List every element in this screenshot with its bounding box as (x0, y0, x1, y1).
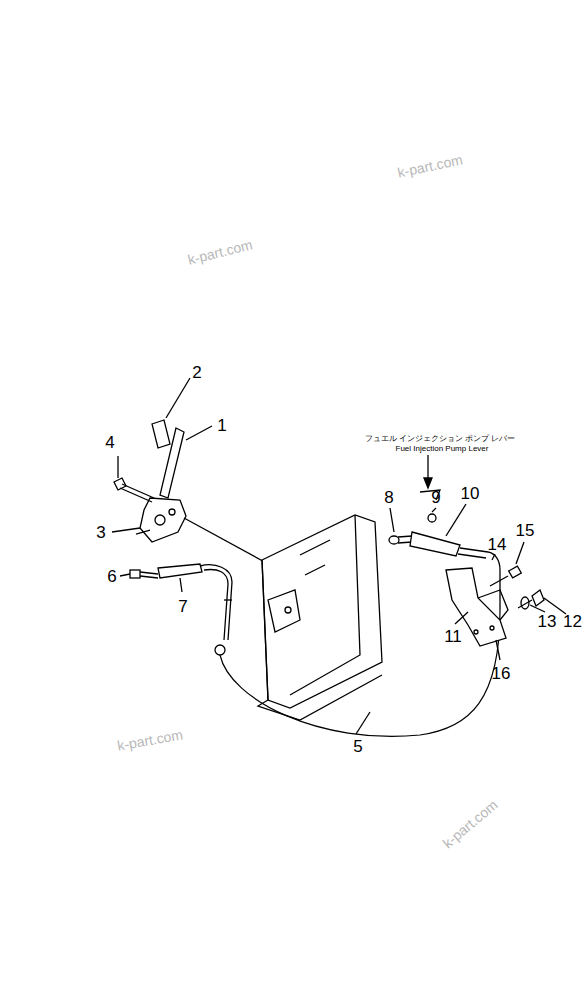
watermark: k-part.com (396, 152, 464, 179)
callout-number: 6 (107, 568, 116, 585)
callout-number: 12 (563, 613, 582, 630)
callout-number: 5 (353, 738, 362, 755)
callout-number: 7 (178, 598, 187, 615)
callout-number: 13 (538, 613, 557, 630)
watermark: k-part.com (186, 237, 254, 267)
callout-number: 3 (96, 524, 105, 541)
callout-number: 2 (192, 364, 201, 381)
callout-number: 8 (384, 489, 393, 506)
callout-number: 14 (488, 536, 507, 553)
watermark: k-part.com (116, 727, 184, 752)
callout-number: 16 (492, 665, 511, 682)
watermark: k-part.com (440, 797, 500, 850)
callout-number: 15 (516, 522, 535, 539)
callout-number: 9 (431, 489, 440, 506)
note-text: フュエル インジェクション ポンプ レバー (365, 435, 516, 443)
callout-number: 10 (461, 485, 480, 502)
callout-number: 11 (444, 628, 462, 645)
callout-number: 1 (217, 417, 226, 434)
callout-number: 4 (105, 434, 114, 451)
note-text: Fuel Injection Pump Lever (396, 445, 489, 453)
